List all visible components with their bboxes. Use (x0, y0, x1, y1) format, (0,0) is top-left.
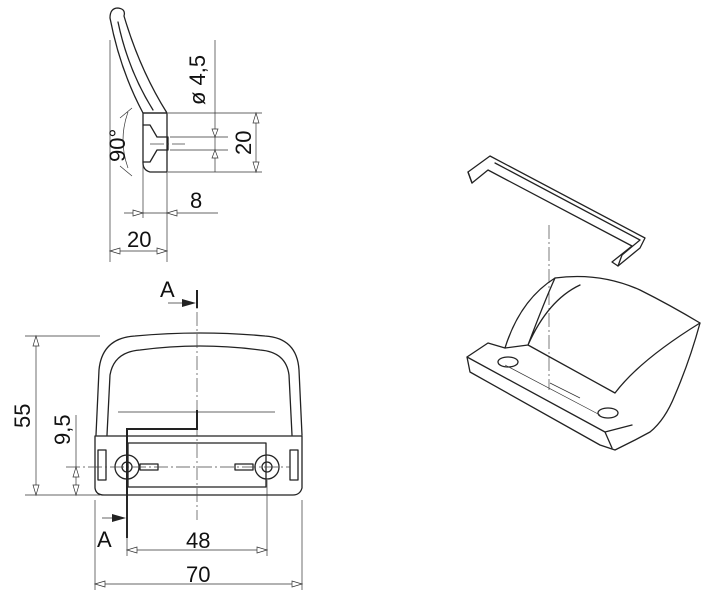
base-plate (94, 435, 303, 496)
cover-cap (467, 155, 646, 267)
depth-dimension: 20 (127, 227, 151, 252)
isometric-view (466, 155, 701, 451)
side-view: ø 4,5 20 90° 8 20 (105, 7, 262, 262)
hole-distance-dimension: 48 (186, 528, 210, 553)
section-marker-bottom: A (97, 527, 112, 552)
plate-thickness-dimension: 8 (190, 188, 202, 213)
handle-outline (95, 332, 303, 436)
front-view: A A 55 9,5 48 70 (10, 277, 304, 590)
hole-spacing-dimension: 20 (231, 131, 256, 155)
section-marker-top: A (160, 277, 175, 302)
diameter-dimension: ø 4,5 (185, 55, 210, 105)
angle-dimension: 90° (105, 129, 130, 162)
hole-height-dimension: 9,5 (50, 414, 75, 445)
width-dimension: 70 (186, 562, 210, 587)
handle-base (466, 275, 701, 451)
height-dimension: 55 (10, 404, 35, 428)
mounting-plate (142, 112, 168, 173)
hook-profile (109, 7, 168, 114)
